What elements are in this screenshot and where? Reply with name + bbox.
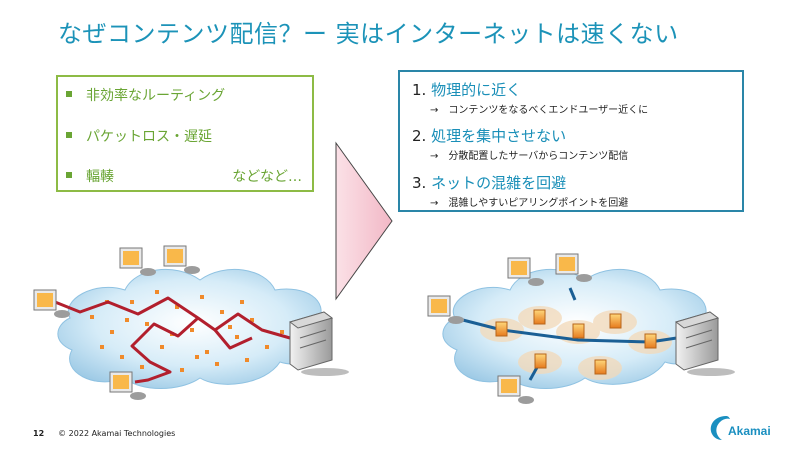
copyright: © 2022 Akamai Technologies bbox=[58, 429, 176, 438]
solution-title: 物理的に近く bbox=[431, 81, 522, 99]
computer-icon bbox=[163, 245, 200, 274]
bullet-square-icon bbox=[66, 132, 72, 138]
footer: 12 © 2022 Akamai Technologies bbox=[33, 429, 175, 438]
solution-title: ネットの混雑を回避 bbox=[431, 174, 567, 192]
edge-server-icon bbox=[609, 313, 622, 329]
edge-server-icon bbox=[533, 309, 546, 325]
slide-title: なぜコンテンツ配信？ー 実はインターネットは速くない bbox=[58, 20, 679, 48]
computer-icon bbox=[109, 371, 146, 400]
edge-server-icon bbox=[572, 323, 585, 339]
edge-server-icon bbox=[594, 359, 607, 375]
bullet-square-icon bbox=[66, 91, 72, 97]
computer-icon bbox=[119, 247, 156, 276]
solution-title: 処理を集中させない bbox=[431, 127, 567, 145]
computer-icon bbox=[555, 253, 592, 282]
akamai-wave-icon bbox=[710, 416, 730, 440]
edge-server-icon bbox=[534, 353, 547, 369]
computer-icon bbox=[507, 257, 544, 286]
solution-detail: → 分散配置したサーバからコンテンツ配信 bbox=[430, 151, 629, 162]
solution-heading: 2. 処理を集中させない bbox=[412, 125, 566, 146]
bullet-square-icon bbox=[66, 172, 72, 178]
solution-number: 1. bbox=[412, 81, 427, 99]
problem-item: 非効率なルーティング bbox=[66, 85, 225, 105]
inefficient-route bbox=[54, 296, 291, 384]
problem-item: 輻輳 bbox=[66, 166, 114, 186]
edge-server-icon bbox=[644, 333, 657, 349]
solution-heading: 3. ネットの混雑を回避 bbox=[412, 172, 566, 193]
problem-label: 非効率なルーティング bbox=[86, 88, 226, 104]
solution-detail: → コンテンツをなるべくエンドユーザー近くに bbox=[430, 105, 649, 116]
problem-label: パケットロス・遅延 bbox=[86, 129, 212, 145]
transition-arrow-icon bbox=[335, 141, 393, 301]
computer-icon bbox=[427, 295, 464, 324]
solution-heading: 1. 物理的に近く bbox=[412, 79, 521, 100]
origin-server-icon bbox=[674, 311, 735, 376]
problems-box: 非効率なルーティング パケットロス・遅延 輻輳 などなど… bbox=[56, 75, 314, 192]
origin-server-icon bbox=[288, 311, 349, 376]
solutions-box: 1. 物理的に近く → コンテンツをなるべくエンドユーザー近くに 2. 処理を集… bbox=[398, 70, 744, 212]
congestion-dots bbox=[90, 290, 284, 372]
solution-detail: → 混雑しやすいピアリングポイントを回避 bbox=[430, 198, 629, 209]
solution-number: 2. bbox=[412, 127, 427, 145]
edge-server-icon bbox=[495, 321, 508, 337]
problem-item: パケットロス・遅延 bbox=[66, 126, 212, 146]
page-number: 12 bbox=[33, 429, 45, 438]
akamai-logo: Akamai bbox=[706, 412, 771, 442]
computer-icon bbox=[497, 375, 534, 404]
problem-label: 輻輳 bbox=[86, 169, 114, 185]
computer-icon bbox=[33, 289, 70, 318]
logo-text: Akamai bbox=[728, 424, 771, 438]
solution-number: 3. bbox=[412, 174, 427, 192]
problems-etc: などなど… bbox=[232, 169, 302, 185]
